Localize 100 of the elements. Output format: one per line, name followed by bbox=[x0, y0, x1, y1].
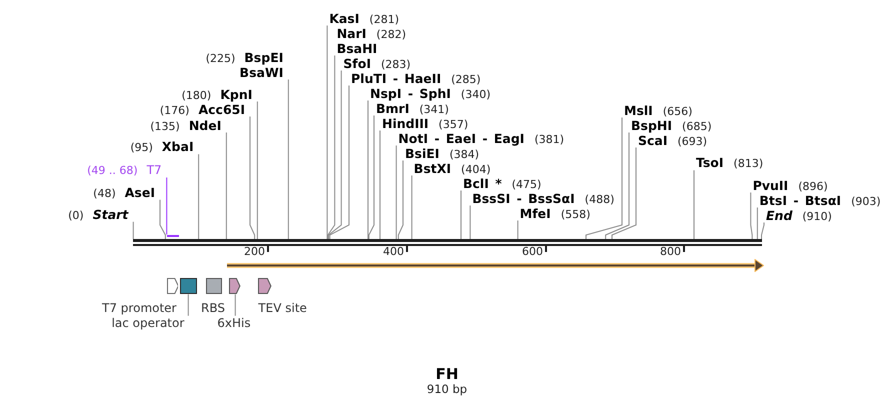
enzyme-name: BsiEI bbox=[405, 146, 440, 160]
enzyme-name: PvuII bbox=[752, 178, 788, 192]
scale-label: 800 bbox=[660, 245, 681, 258]
enzyme-name: BstXI bbox=[414, 160, 452, 176]
leader-line bbox=[328, 70, 342, 240]
enzyme-name: BclI * bbox=[463, 176, 502, 190]
feature-label: RBS bbox=[201, 300, 225, 316]
enzyme-name: SfoI bbox=[343, 56, 371, 70]
leader-line bbox=[188, 294, 189, 316]
cut-position: (813) bbox=[734, 156, 764, 172]
cut-position: (340) bbox=[460, 86, 490, 102]
leader-line bbox=[750, 192, 753, 240]
leader-line bbox=[612, 147, 636, 240]
cut-position: (95) bbox=[130, 140, 153, 156]
enzyme-name: HindIII bbox=[382, 116, 429, 130]
feature-label: lac operator bbox=[112, 316, 188, 331]
cut-position: (685) bbox=[682, 118, 712, 134]
scale-label: 200 bbox=[244, 245, 265, 258]
dna-backbone bbox=[133, 239, 762, 246]
scale-label: 400 bbox=[383, 245, 404, 258]
cut-position: (283) bbox=[380, 56, 411, 72]
leader-line bbox=[234, 294, 236, 316]
leader-line bbox=[166, 177, 168, 235]
leader-line bbox=[605, 132, 630, 240]
enzyme-name: BspEI bbox=[244, 50, 284, 64]
cut-position: (357) bbox=[438, 116, 468, 132]
cut-position: (282) bbox=[376, 26, 406, 42]
leader-line bbox=[250, 116, 256, 240]
leader-line bbox=[329, 85, 350, 240]
promoter-feature bbox=[166, 278, 178, 294]
rbs-feature bbox=[206, 278, 222, 294]
feature-label: T7 promoter bbox=[102, 300, 176, 316]
enzyme-name: MslI bbox=[624, 102, 653, 118]
protease-site-feature bbox=[258, 278, 272, 294]
sequence-length: 910 bp bbox=[426, 382, 468, 396]
enzyme-name: NotI - EaeI - EagI bbox=[398, 130, 524, 146]
enzyme-name: NdeI bbox=[188, 118, 222, 132]
leader-line bbox=[368, 115, 374, 240]
cut-position: (896) bbox=[798, 178, 828, 194]
enzyme-name: BmrI bbox=[376, 100, 410, 116]
leader-line bbox=[396, 145, 397, 240]
cut-position: (475) bbox=[512, 176, 542, 192]
cut-position: (558) bbox=[560, 206, 590, 222]
primer-position: (49 .. 68) bbox=[87, 162, 138, 178]
enzyme-name: PluTI - HaeII bbox=[351, 70, 442, 86]
enzyme-name: Acc65I bbox=[198, 102, 245, 116]
cut-position: (903) bbox=[851, 194, 881, 208]
leader-line bbox=[761, 222, 764, 240]
leader-line bbox=[132, 221, 134, 240]
leader-line bbox=[586, 117, 622, 240]
cut-position: (0) bbox=[68, 208, 84, 223]
enzyme-name: TsoI bbox=[696, 155, 724, 170]
map-title: FH bbox=[436, 365, 458, 383]
cut-position: (48) bbox=[93, 186, 116, 201]
operator-feature bbox=[180, 278, 197, 294]
enzyme-name: BspHI bbox=[631, 118, 672, 132]
sequence-end-label: Start bbox=[92, 206, 128, 222]
leader-line bbox=[398, 160, 404, 240]
feature-label: TEV site bbox=[258, 300, 307, 316]
enzyme-name: KpnI bbox=[220, 86, 252, 102]
cut-position: (176) bbox=[160, 102, 190, 118]
leader-line bbox=[226, 132, 227, 240]
leader-line bbox=[288, 79, 289, 240]
primer-name: T7 bbox=[146, 162, 162, 178]
cut-position: (488) bbox=[584, 192, 614, 206]
cut-position: (910) bbox=[802, 208, 832, 224]
leader-line bbox=[470, 205, 471, 240]
leader-line bbox=[327, 55, 336, 240]
enzyme-name: KasI bbox=[329, 10, 360, 26]
enzyme-name: BsaHI bbox=[336, 40, 378, 56]
leader-line bbox=[517, 220, 518, 240]
cut-position: (404) bbox=[461, 162, 491, 176]
scale-label: 600 bbox=[522, 245, 543, 258]
leader-line bbox=[160, 199, 166, 240]
leader-line bbox=[256, 101, 258, 240]
cut-position: (180) bbox=[182, 88, 212, 102]
enzyme-name: BtsI - BtsαI bbox=[759, 192, 842, 208]
enzyme-name: NspI - SphI bbox=[370, 86, 451, 100]
enzyme-name: MfeI bbox=[520, 206, 551, 220]
cut-position: (281) bbox=[369, 12, 399, 26]
his-tag-feature bbox=[229, 278, 241, 294]
cut-position: (341) bbox=[419, 102, 449, 116]
cut-position: (384) bbox=[449, 146, 480, 162]
enzyme-name: BsaWI bbox=[240, 64, 284, 80]
cut-position: (381) bbox=[534, 132, 564, 146]
leader-line bbox=[411, 175, 412, 240]
cut-position: (656) bbox=[662, 104, 692, 118]
cut-position: (285) bbox=[451, 72, 481, 86]
orf-feature bbox=[226, 259, 764, 272]
sequence-end-label: End bbox=[766, 208, 792, 222]
cut-position: (225) bbox=[206, 50, 236, 66]
enzyme-name: AseI bbox=[124, 184, 155, 200]
leader-line bbox=[198, 154, 200, 240]
enzyme-name: NarI bbox=[336, 26, 366, 40]
enzyme-name: BssSI - BssSαI bbox=[472, 190, 575, 206]
enzyme-name: XbaI bbox=[162, 139, 194, 154]
leader-line bbox=[756, 207, 758, 240]
cut-position: (135) bbox=[150, 118, 180, 134]
leader-line bbox=[326, 25, 328, 240]
cut-position: (693) bbox=[678, 134, 708, 148]
